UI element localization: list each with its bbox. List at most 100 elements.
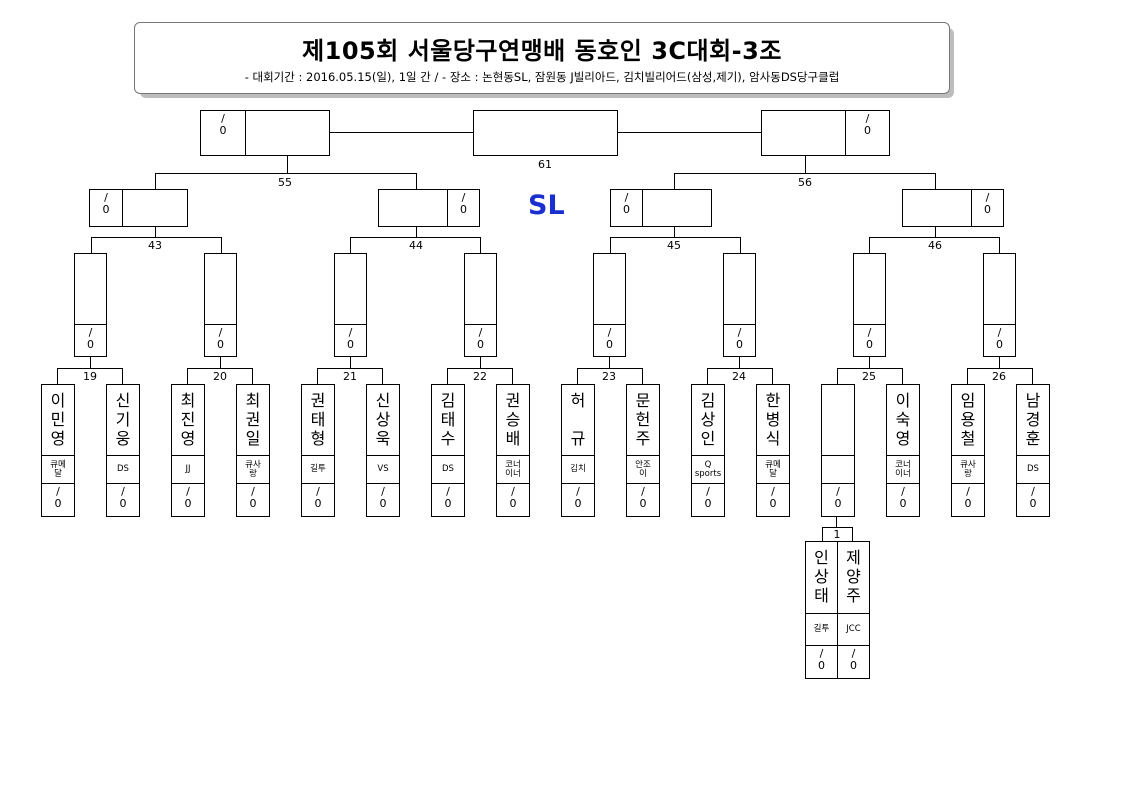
score-cell: /0 — [983, 324, 1016, 357]
bracket-line — [350, 357, 351, 368]
bracket-line — [674, 227, 675, 237]
score-cell: /0 — [951, 483, 985, 517]
match-number: 21 — [343, 370, 357, 383]
r16-name — [204, 253, 237, 325]
r16-name — [464, 253, 497, 325]
match-number: 43 — [148, 239, 162, 252]
match-number: 46 — [928, 239, 942, 252]
score-cell: /0 — [204, 324, 237, 357]
bracket-line — [447, 368, 512, 369]
bracket-line — [350, 237, 480, 238]
match-number: 56 — [798, 176, 812, 189]
bracket-line — [382, 368, 383, 384]
bracket-line — [57, 368, 122, 369]
match-number: 22 — [473, 370, 487, 383]
bracket-line — [57, 368, 58, 384]
match-number: 26 — [992, 370, 1006, 383]
score-cell: /0 — [431, 483, 465, 517]
page-title: 제105회 서울당구연맹배 동호인 3C대회-3조 — [302, 37, 782, 65]
venue-label: SL — [528, 190, 565, 221]
score-cell: /0 — [821, 483, 855, 517]
bracket-line — [220, 357, 221, 368]
score-cell: /0 — [886, 483, 920, 517]
bracket-line — [610, 237, 740, 238]
semi-name — [122, 189, 188, 227]
bracket-line — [480, 237, 481, 253]
score-cell: /0 — [74, 324, 107, 357]
bracket-line — [287, 156, 288, 173]
bracket-line — [642, 368, 643, 384]
player-club: DS — [106, 455, 140, 484]
score-cell: /0 — [496, 483, 530, 517]
bracket-line — [822, 527, 852, 528]
bracket-line — [447, 368, 448, 384]
score-cell: /0 — [691, 483, 725, 517]
r16-name — [983, 253, 1016, 325]
bracket-line — [837, 368, 902, 369]
score-cell: /0 — [756, 483, 790, 517]
player-club: VS — [366, 455, 400, 484]
bracket-line — [805, 156, 806, 173]
semi-name — [902, 189, 972, 227]
bracket-line — [837, 368, 838, 384]
bracket-line — [577, 368, 642, 369]
bracket-line — [91, 237, 221, 238]
final-right-name — [761, 110, 846, 156]
match-number: 23 — [602, 370, 616, 383]
bracket-line — [739, 357, 740, 368]
bracket-line — [707, 368, 708, 384]
player-club: 길투 — [301, 455, 335, 484]
score-cell: /0 — [200, 110, 246, 156]
bracket-line — [330, 132, 473, 133]
score-cell: /0 — [366, 483, 400, 517]
bracket-line — [772, 368, 773, 384]
bracket-line — [1032, 368, 1033, 384]
bracket-line — [221, 237, 222, 253]
bracket-line — [740, 237, 741, 253]
match-number: 45 — [667, 239, 681, 252]
bracket-line — [902, 368, 903, 384]
r16-name — [723, 253, 756, 325]
page-subtitle: - 대회기간 : 2016.05.15(일), 1일 간 / - 장소 : 논현… — [244, 70, 840, 84]
player-club: DS — [1016, 455, 1050, 484]
prelim-player-club: 길투 — [805, 613, 838, 646]
r16-name — [74, 253, 107, 325]
r16-name — [593, 253, 626, 325]
semi-name — [642, 189, 712, 227]
bracket-line — [187, 368, 252, 369]
score-cell: /0 — [561, 483, 595, 517]
match-number: 44 — [409, 239, 423, 252]
bracket-line — [90, 357, 91, 368]
bracket-line — [836, 517, 837, 527]
bracket-line — [480, 357, 481, 368]
match-number: 55 — [278, 176, 292, 189]
match-number: 20 — [213, 370, 227, 383]
score-cell: /0 — [626, 483, 660, 517]
score-cell: /0 — [837, 645, 870, 679]
r16-name — [334, 253, 367, 325]
bracket-line — [869, 357, 870, 368]
bracket-line — [707, 368, 772, 369]
bracket-line — [618, 132, 761, 133]
header-box: 제105회 서울당구연맹배 동호인 3C대회-3조 - 대회기간 : 2016.… — [134, 22, 950, 94]
score-cell: /0 — [1016, 483, 1050, 517]
bracket-line — [610, 237, 611, 253]
player-club: DS — [431, 455, 465, 484]
score-cell: /0 — [171, 483, 205, 517]
player-name: 허 규 — [561, 384, 595, 456]
bracket-line — [674, 173, 935, 174]
